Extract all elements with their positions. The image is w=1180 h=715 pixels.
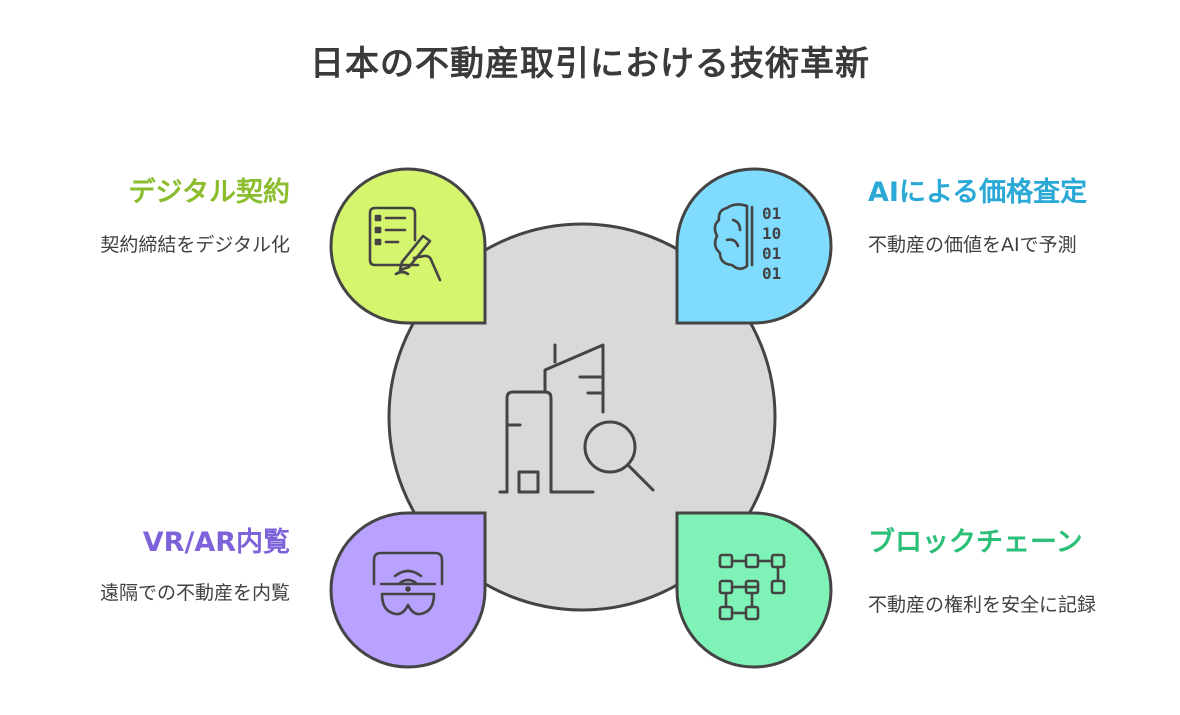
building-search-icon [498, 343, 655, 494]
petal-ai-valuation[interactable]: 01 10 01 01 [675, 167, 833, 325]
label-blockchain: ブロックチェーン [868, 527, 1083, 558]
svg-text:10: 10 [762, 224, 781, 243]
vr-headset-icon [372, 551, 444, 616]
desc-blockchain: 不動産の権利を安全に記録 [868, 594, 1097, 616]
petal-digital-contract[interactable] [329, 167, 487, 325]
petal-ai-valuation-shape [675, 167, 833, 325]
petal-vr-ar[interactable] [329, 511, 487, 669]
label-vr-ar: VR/AR内覧 [142, 527, 290, 558]
desc-digital-contract: 契約締結をデジタル化 [100, 234, 290, 256]
svg-text:01: 01 [762, 204, 781, 223]
contract-signing-icon [368, 206, 442, 282]
binary-digits: 01 10 01 01 [762, 204, 781, 283]
petal-blockchain[interactable] [675, 511, 833, 669]
petal-digital-contract-shape [329, 167, 487, 325]
label-digital-contract: デジタル契約 [128, 177, 290, 208]
svg-text:01: 01 [762, 244, 781, 263]
label-ai-valuation: AIによる価格査定 [868, 177, 1088, 208]
page-title: 日本の不動産取引における技術革新 [310, 44, 870, 84]
blockchain-network-icon [718, 553, 786, 621]
desc-vr-ar: 遠隔での不動産を内覧 [99, 582, 290, 604]
petal-blockchain-shape [675, 511, 833, 669]
svg-text:01: 01 [762, 264, 781, 283]
brain-binary-icon [713, 203, 754, 271]
desc-ai-valuation: 不動産の価値をAIで予測 [868, 234, 1077, 256]
